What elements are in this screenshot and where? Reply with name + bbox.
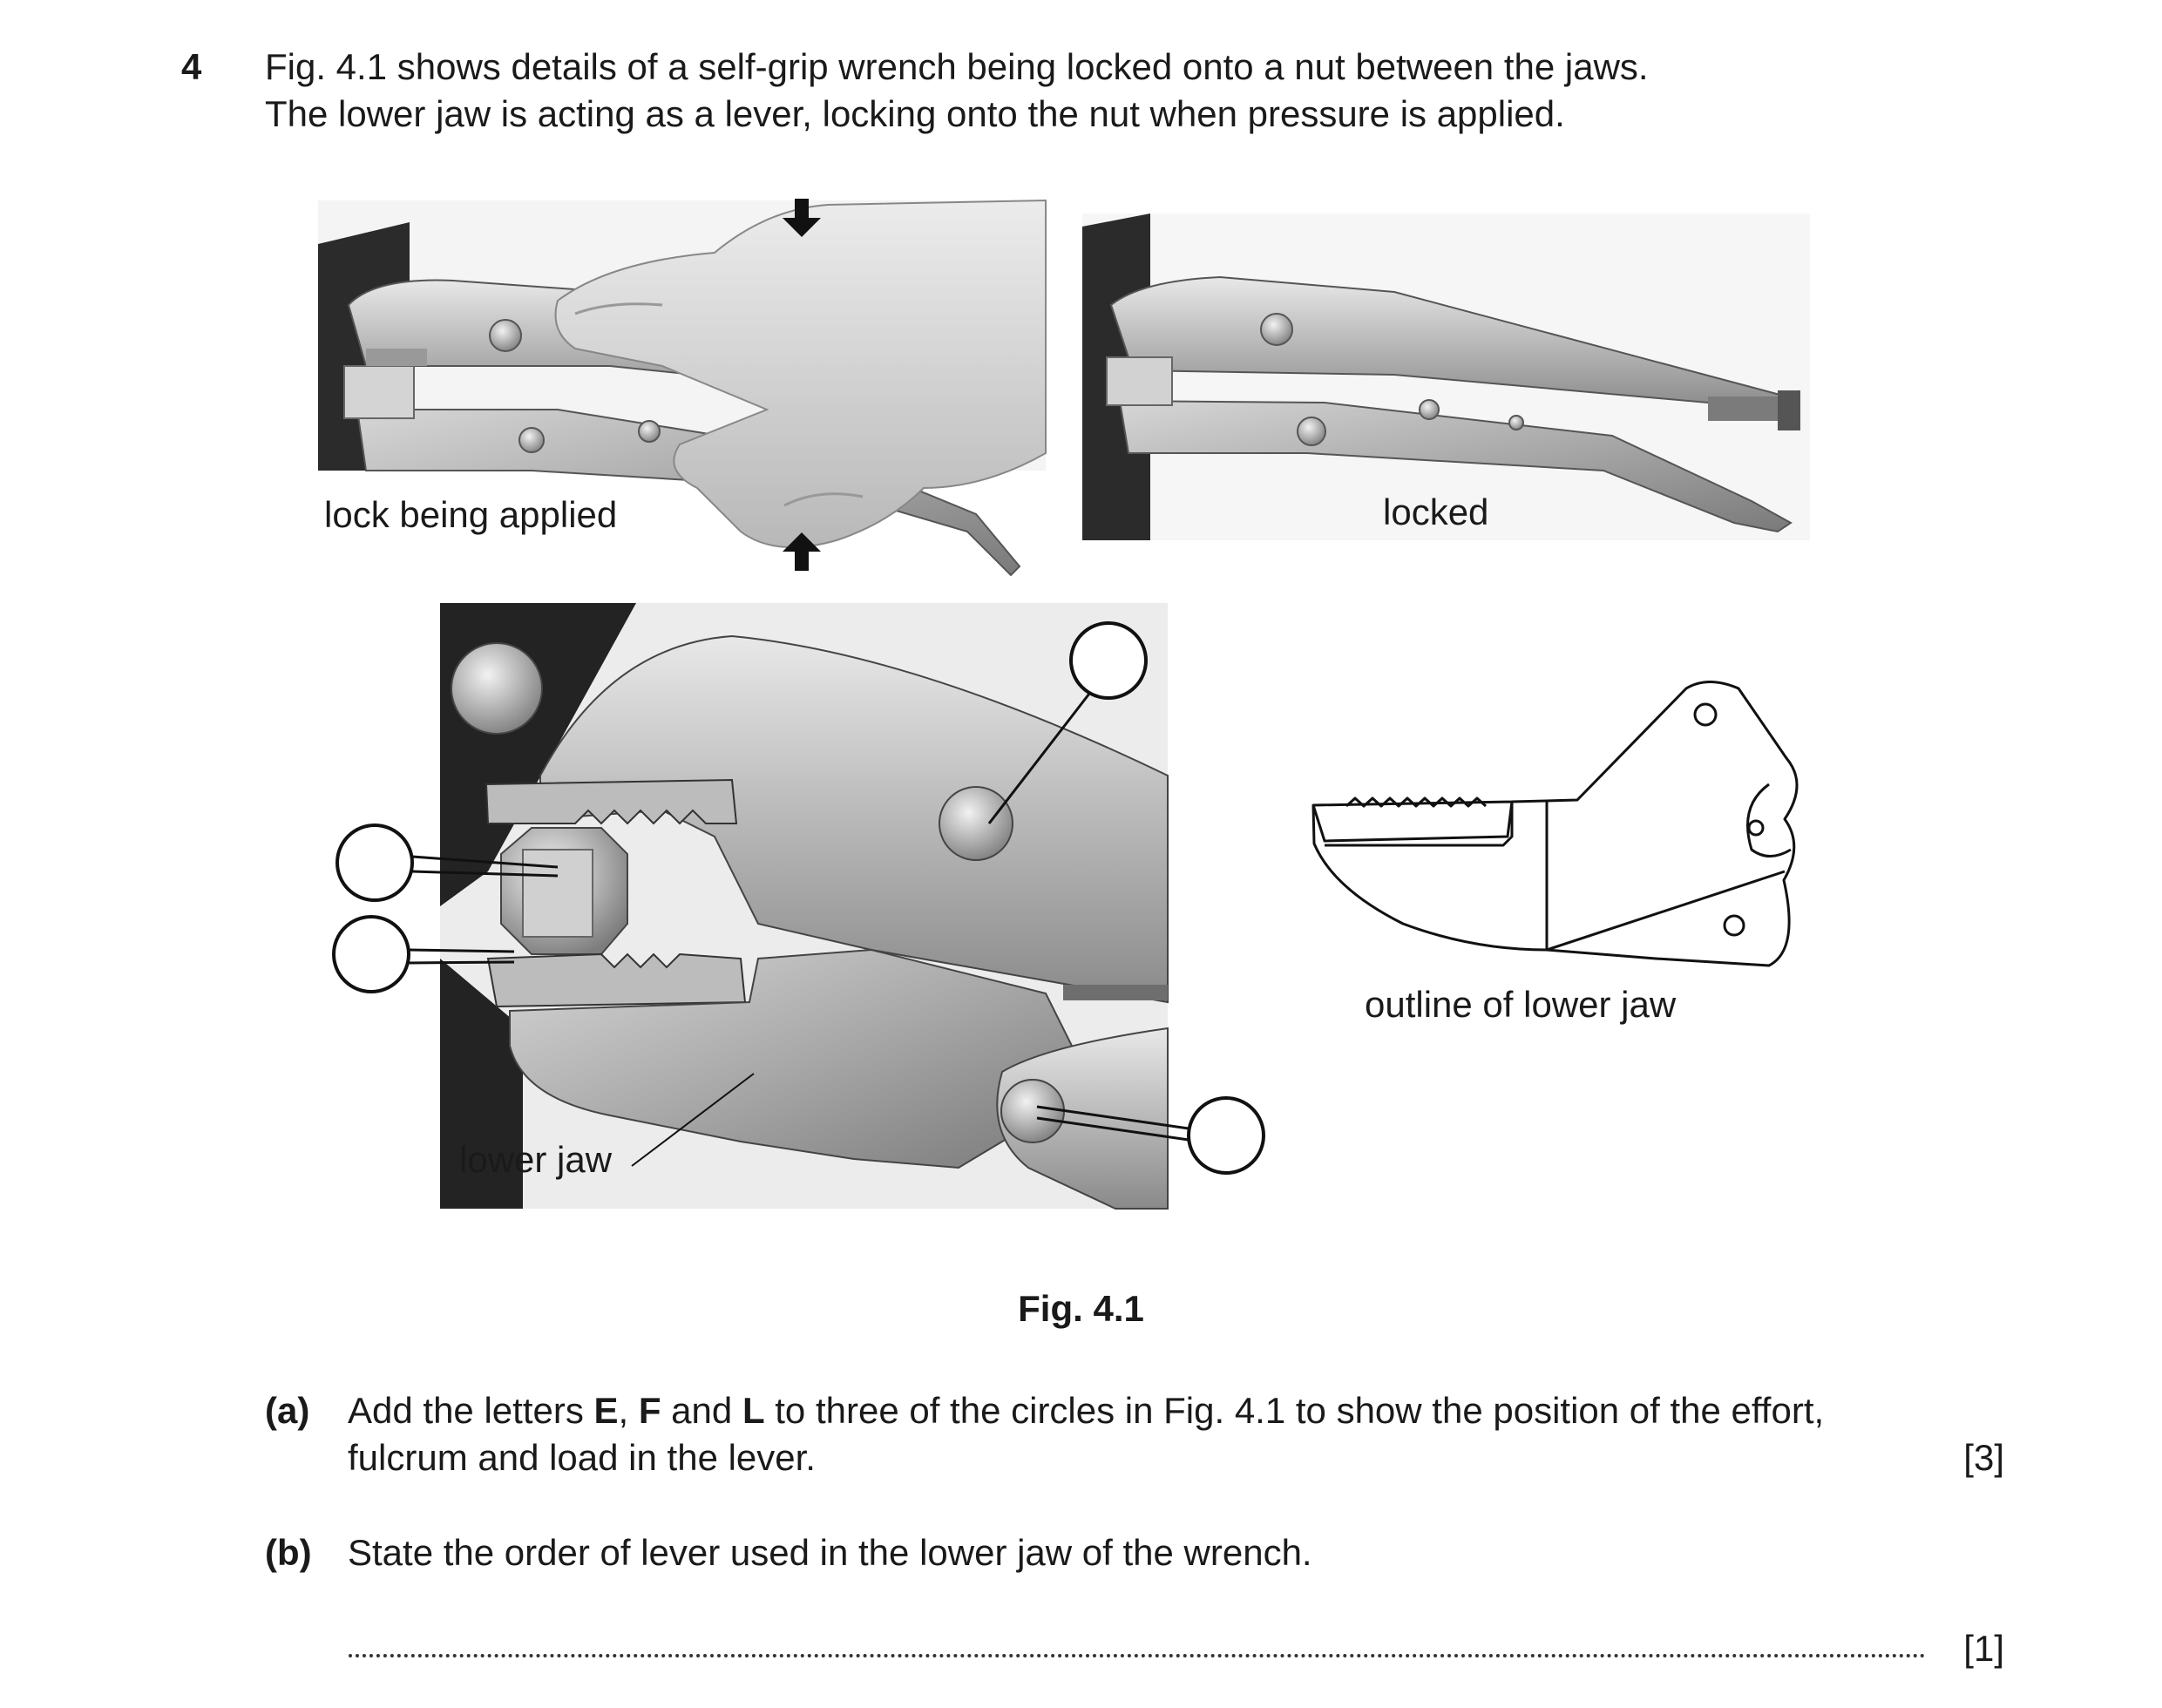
part-a-text-post: to three of the circles in Fig. 4.1 to s… — [764, 1390, 1825, 1431]
question-intro-line2: The lower jaw is acting as a lever, lock… — [265, 93, 1565, 134]
label-lock-being-applied: lock being applied — [324, 494, 618, 535]
answer-line[interactable] — [349, 1628, 1926, 1657]
label-outline-of-lower-jaw: outline of lower jaw — [1365, 984, 1677, 1025]
question-number: 4 — [181, 46, 202, 87]
arrow-up-icon — [783, 532, 821, 571]
part-b-label: (b) — [265, 1532, 312, 1573]
answer-circle-top[interactable] — [1069, 621, 1148, 700]
part-b-text: State the order of lever used in the low… — [348, 1532, 1312, 1573]
answer-circle-upper-left[interactable] — [335, 824, 414, 902]
figure-4-1 — [318, 199, 1810, 1210]
lower-jaw-outline-diagram — [1311, 681, 1799, 967]
part-a-text-line2: fulcrum and load in the lever. — [348, 1437, 816, 1478]
arrow-down-icon — [783, 199, 821, 237]
photo-lock-being-applied — [318, 199, 1047, 577]
part-a-marks: [3] — [1963, 1437, 2004, 1478]
photo-jaw-closeup — [440, 603, 1169, 1210]
part-a-text-pre: Add the letters — [348, 1390, 594, 1431]
answer-circle-lower-left[interactable] — [332, 915, 410, 993]
letter-e: E — [593, 1390, 619, 1431]
part-a-sep1: , — [618, 1390, 639, 1431]
letter-l: L — [742, 1390, 765, 1431]
label-locked: locked — [1383, 491, 1489, 532]
answer-circle-bottom-right[interactable] — [1187, 1096, 1265, 1175]
letter-f: F — [638, 1390, 661, 1431]
figure-caption: Fig. 4.1 — [1018, 1288, 1144, 1329]
photo-locked — [1082, 214, 1810, 540]
part-b-marks: [1] — [1963, 1628, 2004, 1669]
answer-circles — [332, 621, 1265, 1175]
part-a-label: (a) — [265, 1390, 310, 1431]
question-intro-line1: Fig. 4.1 shows details of a self-grip wr… — [265, 46, 1649, 87]
part-a-sep2: and — [661, 1390, 742, 1431]
part-a-text-line1: Add the letters E, F and L to three of t… — [348, 1387, 1824, 1434]
label-lower-jaw: lower jaw — [459, 1139, 613, 1180]
